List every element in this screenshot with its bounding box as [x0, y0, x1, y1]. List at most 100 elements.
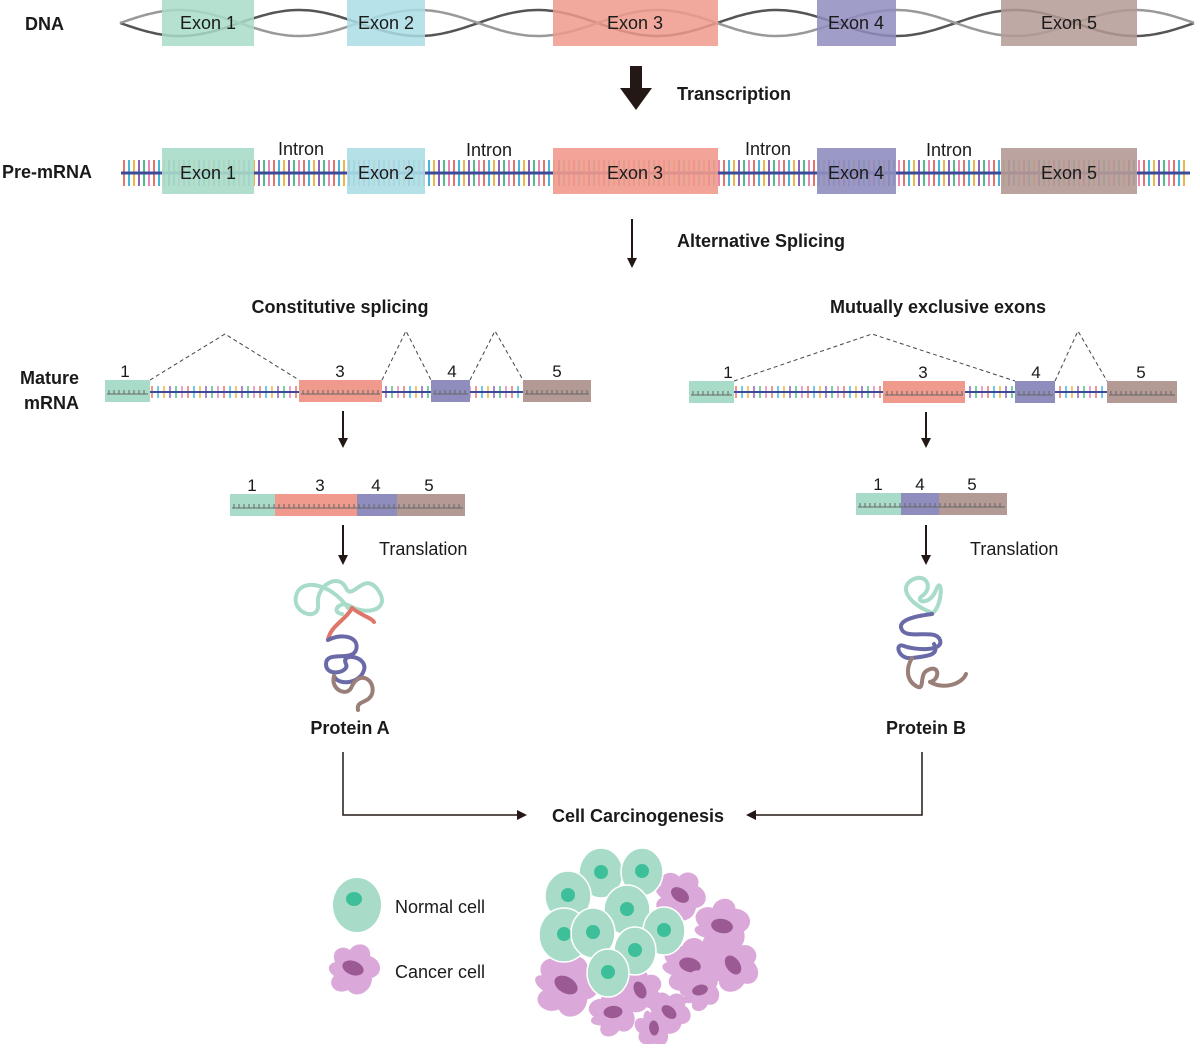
- normal-cell-nucleus: [594, 865, 608, 879]
- pre-exon-5-label: Exon 5: [1041, 163, 1097, 183]
- cancer-cell-nucleus: [711, 918, 733, 934]
- normal-cell: [586, 948, 630, 998]
- pre-exon-3-box: [553, 148, 718, 194]
- normal-cell-nucleus: [620, 902, 634, 916]
- left-spliced-exon-1: [230, 494, 275, 516]
- left-spliced-ticks: [232, 504, 463, 509]
- right-exon-5-number: 5: [1136, 363, 1145, 382]
- left-exon-3: [299, 380, 382, 402]
- left-spliced-3-number: 3: [315, 476, 324, 495]
- left-exon-ticks: [107, 390, 589, 395]
- dna-exon-5-label: Exon 5: [1041, 13, 1097, 33]
- protein-b-structure: [896, 576, 968, 690]
- protein-a-structure: [293, 579, 384, 712]
- intron-label-3: Intron: [745, 139, 791, 159]
- normal-cell-legend-label: Normal cell: [395, 897, 485, 917]
- left-spliced-4-number: 4: [371, 476, 380, 495]
- constitutive-branch: 1 3 4 5 1 3 4 5 Translation Protein A: [105, 329, 591, 738]
- dna-exon-2-label: Exon 2: [358, 13, 414, 33]
- transcription-arrow-shaft: [630, 66, 642, 88]
- cancer-cell-nucleus: [633, 981, 647, 999]
- cancer-cell-nucleus: [679, 957, 701, 973]
- cancer-cell-legend-icon: [328, 944, 381, 995]
- right-splice-junction-1: [733, 333, 1016, 382]
- cancer-cell-nucleus: [649, 1020, 659, 1036]
- intron-label-4: Intron: [926, 140, 972, 160]
- right-exon-3: [883, 381, 965, 403]
- left-spliced-exon-4: [357, 494, 397, 516]
- left-exon-1: [105, 380, 150, 402]
- mature-mrna-label-line2: mRNA: [24, 393, 79, 413]
- right-exon-1-number: 1: [723, 363, 732, 382]
- cancer-cell-nucleus: [661, 1005, 677, 1019]
- dna-exon-3-box: [553, 0, 718, 46]
- right-exon-3-number: 3: [918, 363, 927, 382]
- cancer-cell-nucleus: [670, 887, 690, 903]
- mature-mrna-label-line1: Mature: [20, 368, 79, 388]
- cancer-cell: [588, 988, 636, 1037]
- left-splice-junction-1: [149, 333, 300, 381]
- left-exon-4-number: 4: [447, 362, 456, 381]
- dna-exon-1-box: [162, 0, 254, 46]
- normal-cell-nucleus: [561, 888, 575, 902]
- dna-exon-2-box: [347, 0, 425, 46]
- normal-cell: [620, 847, 664, 897]
- right-exon-5: [1107, 381, 1177, 403]
- intron-label-2: Intron: [466, 140, 512, 160]
- normal-cell-nucleus: [628, 943, 642, 957]
- cancer-cell: [694, 898, 751, 953]
- left-spliced-exon-5: [397, 494, 465, 516]
- cancer-cell-legend-label: Cancer cell: [395, 962, 485, 982]
- normal-cell-nucleus: [557, 927, 571, 941]
- normal-cell-nucleus: [586, 925, 600, 939]
- dna-exon-5-box: [1001, 0, 1137, 46]
- left-spliced-exon-3: [275, 494, 357, 516]
- right-translation-label: Translation: [970, 539, 1058, 559]
- intron-label-1: Intron: [278, 139, 324, 159]
- left-splice-junction-3: [469, 329, 524, 381]
- mutually-exclusive-heading: Mutually exclusive exons: [830, 297, 1046, 317]
- right-spliced-4-number: 4: [915, 475, 924, 494]
- protein-a-to-carcinogenesis-arrow: [342, 752, 527, 820]
- dna-exon-4-label: Exon 4: [828, 13, 884, 33]
- right-exon-4: [1015, 381, 1055, 403]
- cancer-cell-nucleus: [724, 955, 742, 975]
- right-spliced-exon-1: [856, 493, 901, 515]
- left-spliced-5-number: 5: [424, 476, 433, 495]
- pre-exon-4-box: [817, 148, 896, 194]
- tumor-cell-cluster: [535, 847, 759, 1046]
- right-exon-1: [689, 381, 734, 403]
- pre-mrna-label: Pre-mRNA: [2, 162, 92, 182]
- mutually-exclusive-branch: 1 3 4 5 1 4 5 Translation Protein B: [689, 329, 1177, 738]
- cancer-cell-nucleus: [603, 1005, 623, 1019]
- dna-exon-4-box: [817, 0, 896, 46]
- cancer-cell: [679, 970, 720, 1012]
- normal-cell-legend-icon: [333, 878, 381, 932]
- transcription-label: Transcription: [677, 84, 791, 104]
- protein-a-label: Protein A: [310, 718, 389, 738]
- pre-exon-5-box: [1001, 148, 1137, 194]
- left-exon-1-number: 1: [120, 362, 129, 381]
- constitutive-splicing-heading: Constitutive splicing: [251, 297, 428, 317]
- normal-cell-nucleus: [657, 923, 671, 937]
- normal-cell-nucleus: [635, 864, 649, 878]
- left-exon-5-number: 5: [552, 362, 561, 381]
- right-exon-ticks: [691, 391, 1175, 396]
- pre-exon-4-label: Exon 4: [828, 163, 884, 183]
- carcinogenesis-flow: Cell Carcinogenesis: [342, 752, 923, 826]
- right-spliced-1-number: 1: [873, 475, 882, 494]
- transcription-step: Transcription: [620, 66, 791, 110]
- left-spliced-1-number: 1: [247, 476, 256, 495]
- dna-exon-1-label: Exon 1: [180, 13, 236, 33]
- dna-label: DNA: [25, 14, 64, 34]
- cancer-cell-nucleus: [554, 975, 578, 995]
- left-splice-junction-2: [381, 329, 432, 381]
- legend: Normal cell Cancer cell: [328, 878, 485, 995]
- pre-exon-3-label: Exon 3: [607, 163, 663, 183]
- cancer-cell: [705, 938, 759, 992]
- pre-exon-1-box: [162, 148, 254, 194]
- right-exon-4-number: 4: [1031, 363, 1040, 382]
- cancer-cell: [535, 956, 599, 1017]
- right-spliced-5-number: 5: [967, 475, 976, 494]
